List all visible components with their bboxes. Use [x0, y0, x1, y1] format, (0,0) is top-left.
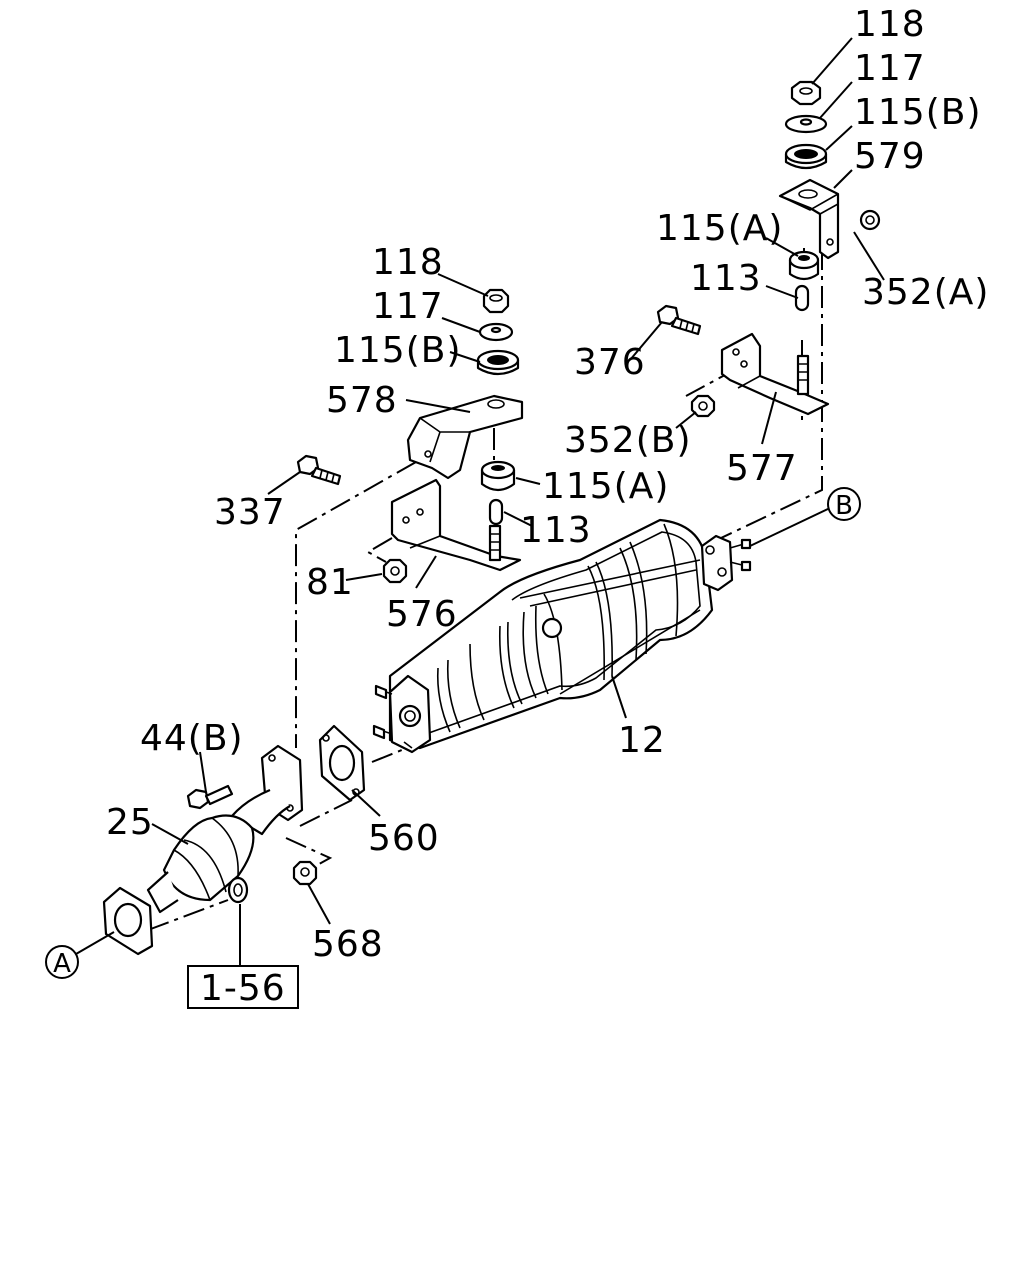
connector-b: B: [827, 487, 861, 521]
gasket-560: [318, 724, 366, 802]
bracket-579: [778, 178, 840, 260]
nut-118-top: [790, 80, 822, 106]
bracket-578: [406, 394, 524, 480]
rubber-mount-115b-mid: [476, 349, 520, 376]
nut-1-56: [227, 876, 249, 904]
bolt-337: [296, 454, 342, 486]
label-577: 577: [726, 448, 798, 489]
bolt-44b: [186, 784, 234, 810]
nut-352a: [859, 209, 881, 231]
reference-box-1-56: 1-56: [187, 965, 299, 1009]
bracket-577: [720, 332, 830, 416]
label-25: 25: [106, 802, 154, 843]
label-117-mid: 117: [372, 286, 444, 327]
dpf-assembly-12: [372, 518, 752, 754]
label-118-mid: 118: [372, 242, 444, 283]
label-115a-top: 115(A): [656, 208, 783, 249]
nut-568: [292, 860, 318, 886]
connector-a-letter: A: [53, 949, 71, 979]
rubber-mount-115a-top: [788, 250, 820, 281]
connector-b-letter: B: [835, 491, 853, 521]
label-113-top: 113: [690, 258, 762, 299]
label-352b: 352(B): [564, 420, 692, 461]
label-352a: 352(A): [862, 272, 989, 313]
label-376: 376: [574, 342, 646, 383]
label-115b-mid: 115(B): [334, 330, 462, 371]
washer-117-top: [784, 114, 828, 134]
label-115a-mid: 115(A): [542, 466, 669, 507]
label-337: 337: [214, 492, 286, 533]
label-44b: 44(B): [140, 718, 244, 759]
reference-box-label: 1-56: [200, 968, 286, 1009]
label-568: 568: [312, 924, 384, 965]
label-81: 81: [306, 562, 354, 603]
label-12: 12: [618, 720, 666, 761]
nut-81: [382, 558, 408, 584]
label-113-mid: 113: [520, 510, 592, 551]
sleeve-113-mid: [488, 498, 504, 526]
label-576: 576: [386, 594, 458, 635]
label-117-top: 117: [854, 48, 926, 89]
washer-117-mid: [478, 322, 514, 342]
rubber-mount-115a-mid: [480, 460, 516, 492]
leader-lines: [75, 37, 885, 966]
part-labels: 118 117 115(B) 579 115(A) 113 352(A) 376…: [106, 4, 989, 965]
connector-a: A: [45, 945, 79, 979]
bracket-576: [390, 478, 522, 572]
label-115b-top: 115(B): [854, 92, 982, 133]
bolt-376: [656, 304, 702, 336]
nut-118-mid: [482, 288, 510, 314]
front-pipe-25: [102, 744, 304, 956]
label-579: 579: [854, 136, 926, 177]
label-560: 560: [368, 818, 440, 859]
label-578: 578: [326, 380, 398, 421]
rubber-mount-115b-top: [784, 143, 828, 170]
label-118-top: 118: [854, 4, 926, 45]
nut-352b: [690, 394, 716, 418]
